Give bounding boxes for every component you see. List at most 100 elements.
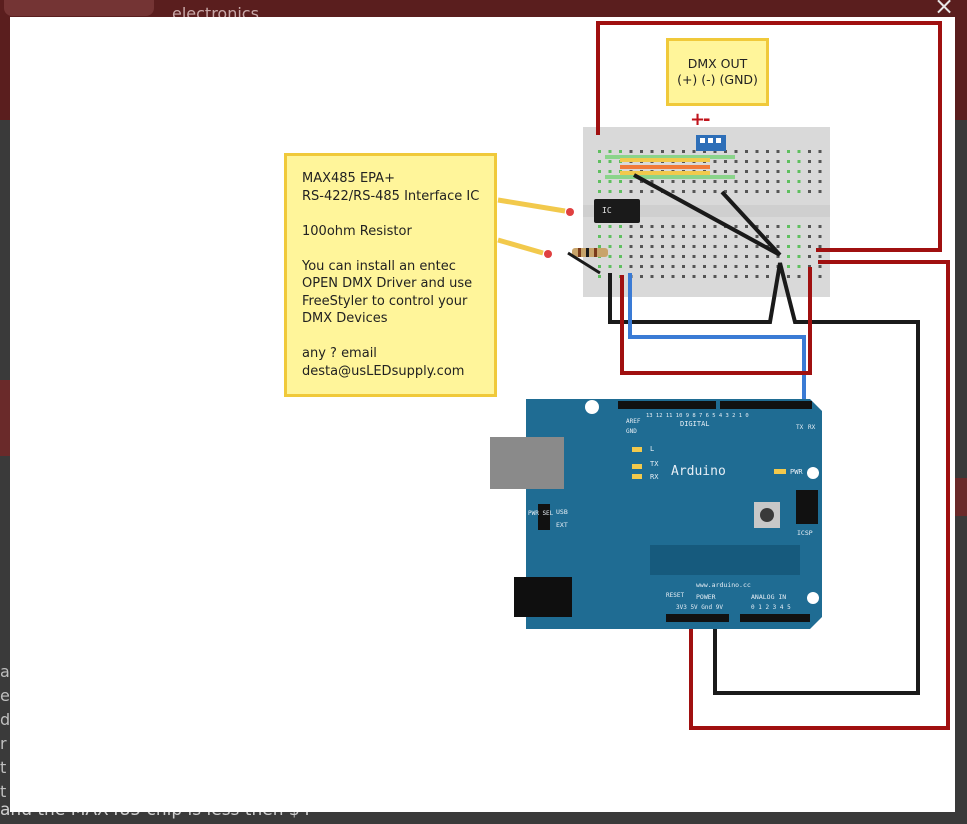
- breadboard-hole: [703, 235, 706, 238]
- breadboard-hole: [650, 190, 654, 193]
- background-logo: [4, 0, 154, 16]
- breadboard-hole: [808, 265, 811, 268]
- breadboard-hole: [598, 170, 601, 173]
- max485-note: MAX485 EPA+ RS-422/RS-485 Interface IC 1…: [284, 153, 497, 397]
- breadboard-hole: [703, 225, 706, 228]
- breadboard-hole: [619, 255, 622, 258]
- header-pin: [700, 138, 705, 143]
- breadboard-hole: [619, 180, 622, 183]
- breadboard-hole: [766, 170, 769, 173]
- breadboard-hole: [755, 265, 759, 268]
- breadboard-hole: [692, 255, 696, 258]
- breadboard-hole: [766, 180, 769, 183]
- breadboard-hole: [713, 255, 717, 258]
- header-pin: [708, 138, 713, 143]
- breadboard-hole: [818, 180, 822, 183]
- breadboard-hole: [797, 275, 801, 278]
- breadboard-hole: [682, 265, 685, 268]
- breadboard-hole: [608, 255, 612, 258]
- breadboard-hole: [776, 190, 780, 193]
- breadboard-hole: [629, 150, 633, 153]
- breadboard-hole: [598, 160, 601, 163]
- breadboard: IC + -: [567, 109, 830, 297]
- breadboard-hole: [713, 235, 717, 238]
- tx-pin-label: TX: [796, 424, 804, 431]
- breadboard-hole: [755, 275, 759, 278]
- breadboard-hole: [629, 225, 633, 228]
- breadboard-hole: [787, 265, 790, 268]
- breadboard-hole: [776, 225, 780, 228]
- breadboard-hole: [713, 190, 717, 193]
- breadboard-hole: [629, 180, 633, 183]
- mount-hole: [807, 592, 819, 604]
- breadboard-hole: [640, 150, 643, 153]
- breadboard-hole: [608, 160, 612, 163]
- breadboard-hole: [692, 275, 696, 278]
- breadboard-hole: [682, 150, 685, 153]
- breadboard-hole: [713, 225, 717, 228]
- breadboard-hole: [787, 235, 790, 238]
- breadboard-hole: [734, 160, 738, 163]
- wire-red-mid: [620, 267, 812, 375]
- breadboard-hole: [682, 255, 685, 258]
- breadboard-hole: [629, 265, 633, 268]
- arduino-url: www.arduino.cc: [696, 581, 751, 589]
- breadboard-hole: [724, 275, 727, 278]
- breadboard-hole: [724, 255, 727, 258]
- breadboard-hole: [692, 245, 696, 248]
- breadboard-hole: [671, 190, 675, 193]
- breadboard-hole: [776, 245, 780, 248]
- gnd-label: GND: [626, 428, 637, 435]
- breadboard-hole: [734, 245, 738, 248]
- breadboard-hole: [755, 160, 759, 163]
- background-text-line: r: [0, 734, 7, 753]
- breadboard-hole: [766, 275, 769, 278]
- breadboard-hole: [692, 225, 696, 228]
- breadboard-hole: [671, 245, 675, 248]
- arrow-ic: [497, 197, 566, 214]
- breadboard-hole: [650, 245, 654, 248]
- led-rx: [632, 474, 642, 479]
- max-note-line: DMX Devices: [302, 311, 388, 326]
- breadboard-hole: [703, 265, 706, 268]
- analog-header: [740, 614, 810, 622]
- breadboard-hole: [671, 225, 675, 228]
- breadboard-hole: [787, 150, 790, 153]
- breadboard-hole: [755, 255, 759, 258]
- digital-header-right: [720, 401, 812, 409]
- breadboard-hole: [755, 180, 759, 183]
- breadboard-hole: [692, 180, 696, 183]
- breadboard-hole: [640, 225, 643, 228]
- breadboard-hole: [713, 265, 717, 268]
- breadboard-hole: [703, 275, 706, 278]
- breadboard-hole: [713, 245, 717, 248]
- breadboard-hole: [745, 225, 748, 228]
- minus-sign: -: [703, 109, 710, 130]
- background-right-block: [955, 478, 967, 516]
- breadboard-hole: [629, 245, 633, 248]
- close-icon[interactable]: ×: [934, 0, 955, 20]
- breadboard-hole: [598, 225, 601, 228]
- breadboard-hole: [808, 170, 811, 173]
- breadboard-holes-top: [598, 150, 822, 193]
- breadboard-hole: [661, 275, 664, 278]
- wires: [596, 21, 950, 730]
- breadboard-hole: [608, 170, 612, 173]
- breadboard-hole: [619, 235, 622, 238]
- breadboard-hole: [734, 170, 738, 173]
- breadboard-hole: [818, 235, 822, 238]
- max-note-line: [302, 240, 494, 258]
- max-note-line: FreeStyler to control your: [302, 293, 468, 309]
- mount-hole: [585, 400, 599, 414]
- rx-pin-label: RX: [808, 424, 816, 431]
- digital-label: DIGITAL: [680, 420, 710, 428]
- led-l-label: L: [650, 445, 654, 453]
- breadboard-hole: [692, 190, 696, 193]
- wire-red-top: [596, 21, 942, 252]
- breadboard-hole: [755, 245, 759, 248]
- breadboard-hole: [619, 245, 622, 248]
- breadboard-hole: [682, 275, 685, 278]
- power-label: POWER: [696, 593, 716, 601]
- breadboard-hole: [608, 190, 612, 193]
- breadboard-hole: [766, 225, 769, 228]
